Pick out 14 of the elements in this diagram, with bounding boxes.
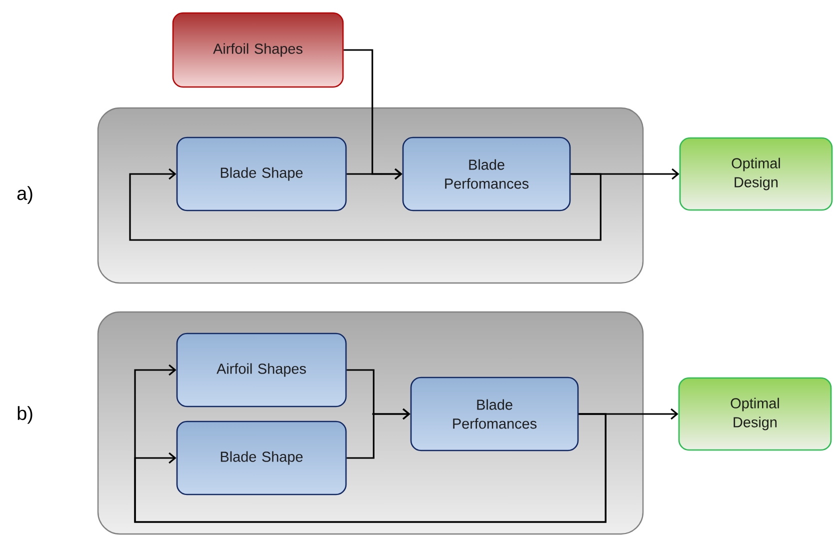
arrow (346, 168, 402, 180)
process-box: Airfoil Shapes (176, 332, 347, 408)
panel-label: a) (17, 186, 32, 204)
process-box: Blade Perfomances (410, 376, 579, 452)
output-box: Optimal Design (679, 137, 833, 211)
arrow (134, 413, 606, 523)
process-box: Blade Perfomances (402, 136, 571, 212)
panel-label: b) (18, 406, 32, 424)
input-box: Airfoil Shapes (172, 12, 344, 88)
arrow (129, 168, 602, 241)
process-box: Blade Shape (176, 420, 347, 496)
process-box: Blade Shape (176, 136, 347, 212)
output-box: Optimal Design (678, 377, 832, 451)
arrow (346, 408, 410, 459)
